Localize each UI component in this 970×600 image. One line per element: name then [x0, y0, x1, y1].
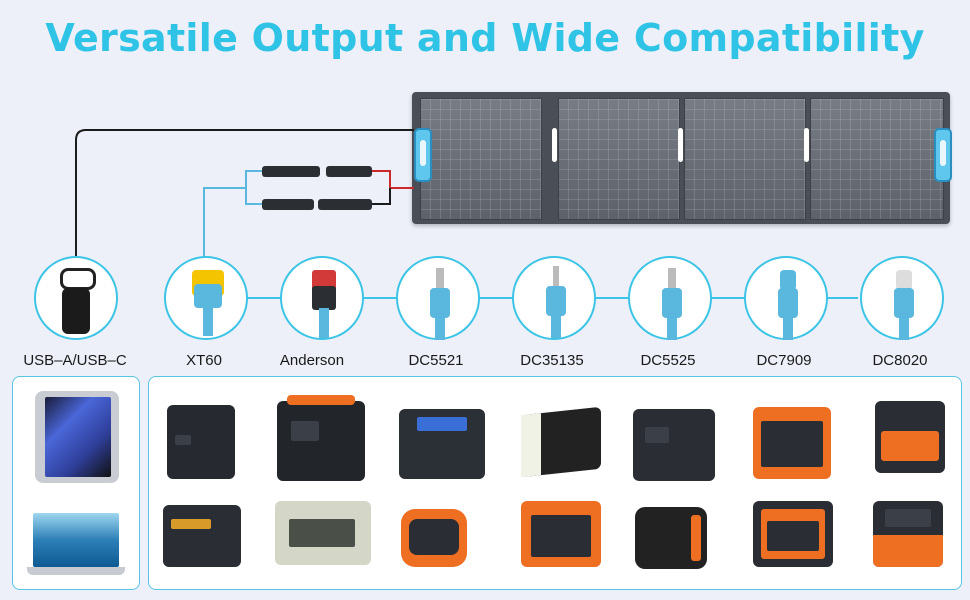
power-station-icon [167, 405, 235, 479]
panel-handle-right-icon [934, 128, 952, 182]
personal-devices-box [12, 376, 140, 590]
connector-label-dc5525: DC5525 [640, 352, 696, 369]
connector-label-dc5521: DC5521 [408, 352, 464, 369]
power-station-icon [635, 507, 707, 569]
connector-label-xt60: XT60 [186, 352, 222, 369]
power-station-icon [753, 501, 833, 567]
laptop-icon [27, 511, 125, 577]
power-station-icon [753, 407, 831, 479]
power-station-icon [521, 501, 601, 567]
power-station-icon [875, 401, 945, 473]
dc-barrel-connector-icon [396, 256, 480, 340]
mc4-connector-icon [326, 166, 372, 177]
tablet-icon [35, 391, 119, 483]
power-station-icon [163, 505, 241, 567]
dc-barrel-connector-icon [628, 256, 712, 340]
power-station-icon [401, 509, 467, 567]
power-station-icon [277, 395, 365, 481]
usb-c-connector-icon [34, 256, 118, 340]
power-station-icon [873, 501, 943, 567]
mc4-connector-icon [262, 199, 314, 210]
connector-label-usb: USB–A/USB–C [23, 352, 127, 369]
mc4-connector-icon [318, 199, 372, 210]
xt60-connector-icon [164, 256, 248, 340]
connector-label-anderson: Anderson [279, 352, 345, 369]
dc-barrel-connector-icon [512, 256, 596, 340]
power-station-icon [521, 406, 601, 478]
power-stations-box [148, 376, 962, 590]
dc-barrel-connector-icon [860, 256, 944, 340]
solar-panel [412, 92, 952, 224]
power-station-icon [275, 501, 371, 565]
page-title: Versatile Output and Wide Compatibility [45, 16, 925, 60]
panel-handle-left-icon [414, 128, 432, 182]
power-station-icon [633, 409, 715, 481]
mc4-connector-icon [262, 166, 320, 177]
connector-label-dc8020: DC8020 [872, 352, 928, 369]
dc-barrel-connector-icon [744, 256, 828, 340]
anderson-connector-icon [280, 256, 364, 340]
connector-label-dc35135: DC35135 [520, 352, 584, 369]
connector-label-dc7909: DC7909 [756, 352, 812, 369]
power-station-icon [399, 409, 485, 479]
